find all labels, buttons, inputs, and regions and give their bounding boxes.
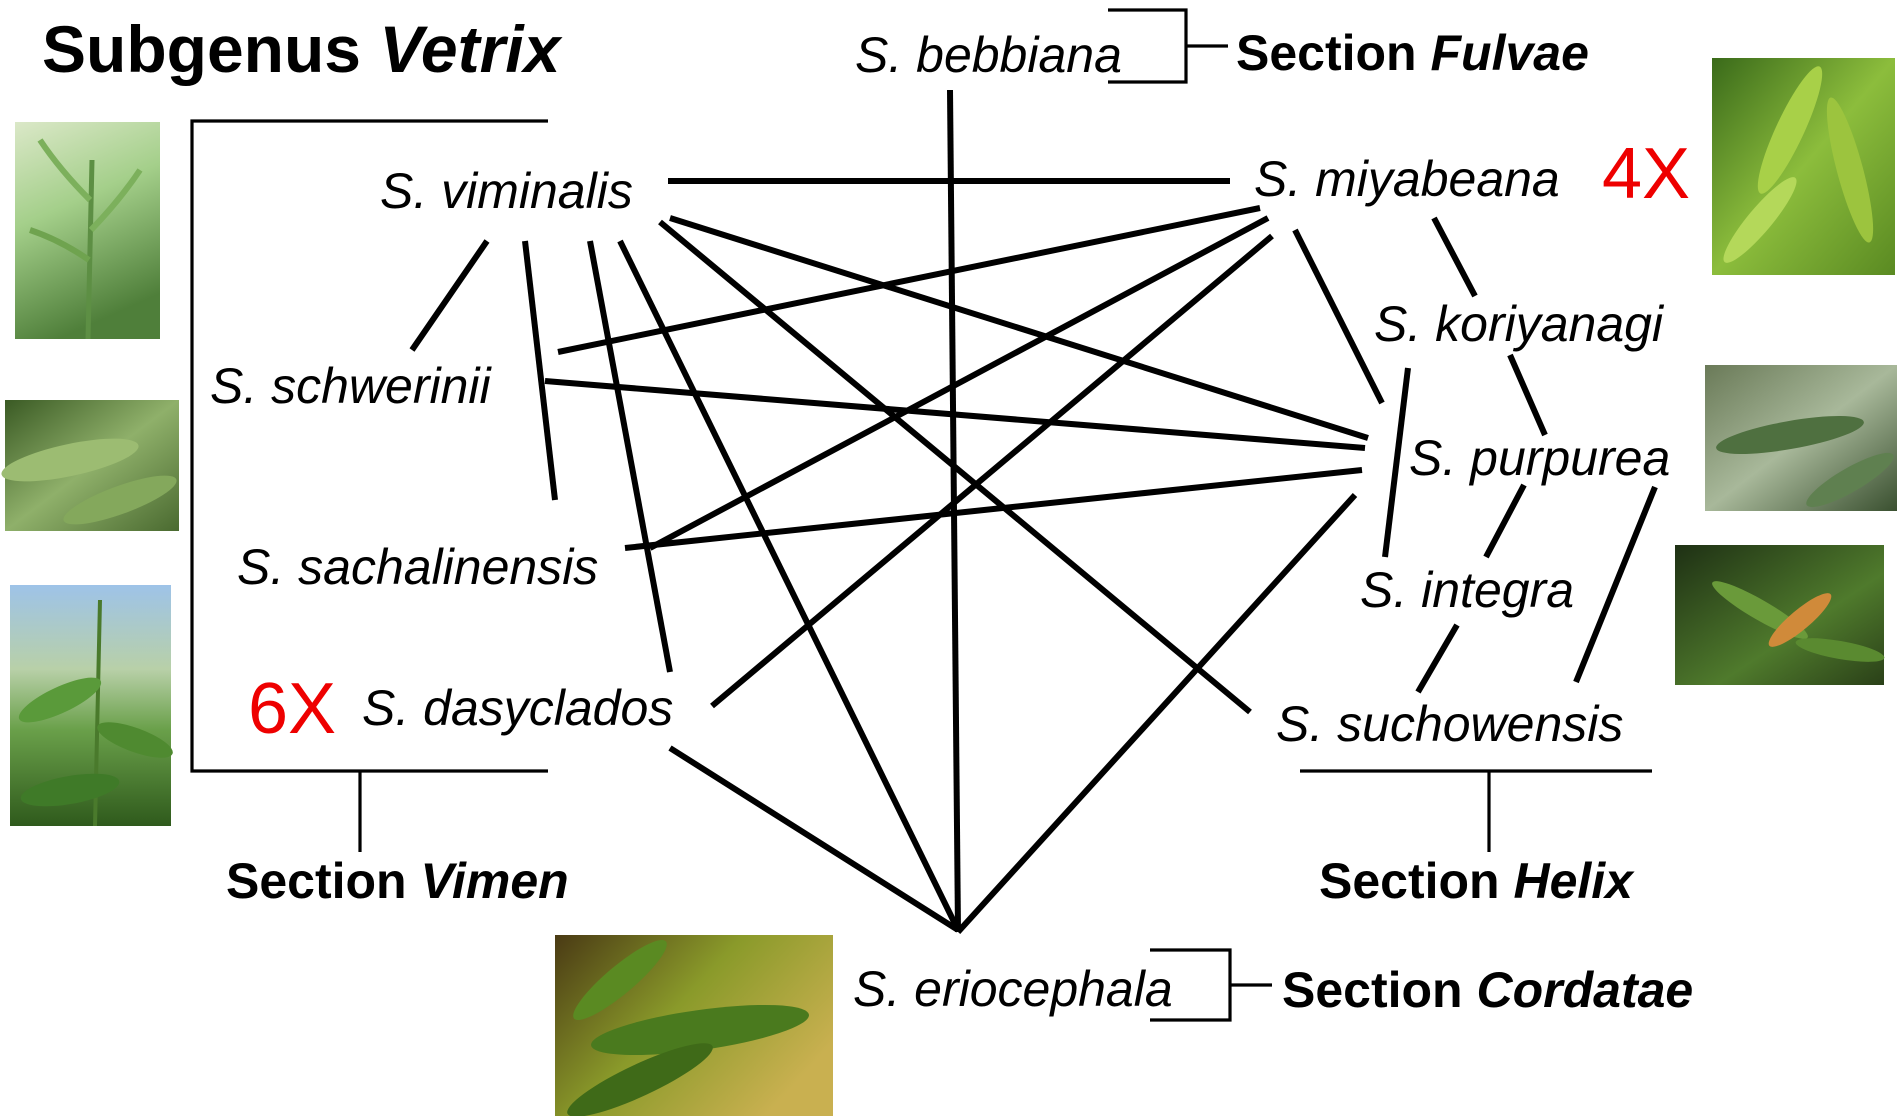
cross-line-miyabeana-koriyanagi <box>1434 218 1475 296</box>
photo-viminalis <box>15 122 160 339</box>
section-helix-label: Section Helix <box>1319 853 1635 909</box>
species-schwerinii: S. schwerinii <box>210 358 493 414</box>
photo-sachalinensis <box>10 585 177 826</box>
ploidy-4x-label: 4X <box>1602 134 1690 214</box>
species-miyabeana: S. miyabeana <box>1254 151 1560 207</box>
ploidy-6x-label: 6X <box>248 669 336 749</box>
cross-line-bebbiana-eriocephala <box>950 90 958 932</box>
cross-line-viminalis-dasyclados <box>590 241 670 672</box>
bracket-helix <box>1300 771 1652 852</box>
photo-suchowensis <box>1675 545 1886 685</box>
species-bebbiana: S. bebbiana <box>855 27 1122 83</box>
section-cordatae-label: Section Cordatae <box>1282 962 1693 1018</box>
species-purpurea: S. purpurea <box>1409 430 1670 486</box>
cross-line-koriyanagi-purpurea <box>1510 355 1545 435</box>
cross-line-viminalis-purpurea <box>670 218 1368 438</box>
cross-line-koriyanagi-integra <box>1385 368 1408 557</box>
section-fulvae-label: Section Fulvae <box>1236 25 1589 81</box>
cross-line-viminalis-schwerinii <box>412 241 487 350</box>
species-integra: S. integra <box>1360 562 1574 618</box>
species-dasyclados: S. dasyclados <box>362 680 673 736</box>
species-eriocephala: S. eriocephala <box>853 961 1173 1017</box>
cross-line-purpurea-integra <box>1486 485 1524 557</box>
photo-schwerinii <box>0 400 181 534</box>
bracket-vimen <box>192 121 548 852</box>
photo-purpurea <box>1705 365 1899 515</box>
species-suchowensis: S. suchowensis <box>1276 696 1623 752</box>
cross-line-viminalis-sachalinensis <box>525 241 555 500</box>
diagram-title: Subgenus Vetrix <box>42 12 563 86</box>
species-koriyanagi: S. koriyanagi <box>1374 296 1665 352</box>
photo-miyabeana <box>1712 58 1895 275</box>
photo-eriocephala <box>555 931 833 1116</box>
species-viminalis: S. viminalis <box>380 163 633 219</box>
bracket-fulvae <box>1108 10 1228 82</box>
cross-line-miyabeana-purpurea <box>1295 230 1382 403</box>
cross-line-integra-suchowensis <box>1418 625 1457 692</box>
section-vimen-label: Section Vimen <box>226 853 569 909</box>
species-sachalinensis: S. sachalinensis <box>237 539 598 595</box>
cross-line-purpurea-suchowensis <box>1576 487 1655 682</box>
